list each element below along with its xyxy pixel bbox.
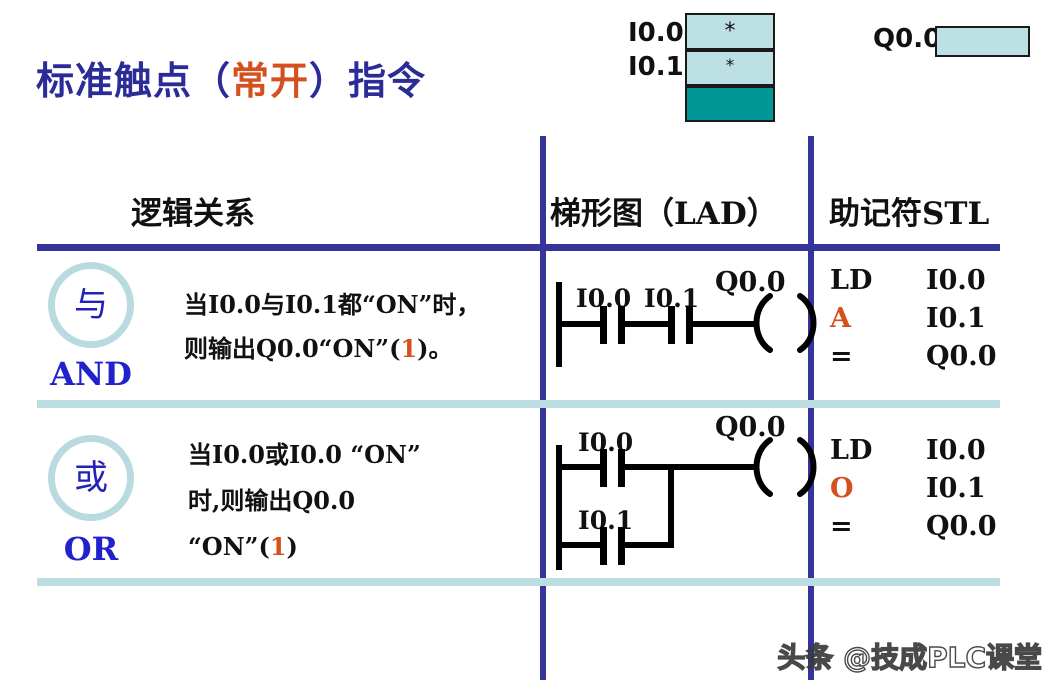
asterisk-icon: *: [725, 56, 735, 76]
contact-bar-left-2: [668, 306, 675, 344]
contact-bar-right-1: [618, 449, 625, 487]
logic-symbol-and-char: 与: [74, 285, 108, 325]
description-line-pre: “ON”(: [188, 532, 270, 561]
description-line: 时,则输出Q0.0: [188, 486, 356, 515]
watermark: 头条 @技成PLC课堂: [777, 640, 1043, 674]
ladder-branch-riser: [668, 464, 674, 548]
ladder-wire: [560, 542, 600, 548]
header-underline: [37, 244, 1000, 251]
description-line: 则输出Q0.0“ON”(1)。: [184, 327, 480, 371]
logic-symbol-or-char: 或: [74, 458, 108, 498]
logic-symbol-or: 或: [48, 435, 134, 521]
contact-bar-left-2: [600, 527, 607, 565]
ladder-wire: [692, 321, 758, 327]
stl-line: O I0.1: [830, 473, 997, 511]
page-title: 标准触点（常开）指令: [36, 50, 426, 105]
row-divider-2: [37, 578, 1000, 586]
stl-op: A: [830, 303, 851, 334]
column-divider-left: [540, 136, 546, 680]
stl-line: = Q0.0: [830, 511, 997, 549]
description-line-number: 1: [400, 334, 418, 363]
title-prefix: 标准触点（: [36, 59, 232, 103]
description-line-pre: 则输出Q0.0“ON”(: [184, 334, 401, 363]
stl-op: =: [830, 511, 853, 542]
logic-word-or: OR: [63, 530, 119, 568]
coil-symbol: [750, 292, 820, 354]
stl-arg: Q0.0: [926, 511, 997, 542]
output-cell-q00[interactable]: [935, 26, 1030, 57]
ladder-left-rail: [556, 445, 562, 570]
logic-word-and: AND: [50, 355, 132, 393]
stl-arg: I0.0: [926, 435, 986, 466]
description-line: 当I0.0或I0.0 “ON”: [188, 440, 421, 469]
state-block-active: [685, 86, 775, 122]
stl-line: A I0.1: [830, 303, 997, 341]
input-label-i01: I0.1: [628, 52, 684, 82]
description-and: 当I0.0与I0.1都“ON”时， 则输出Q0.0“ON”(1)。: [184, 283, 480, 371]
coil-tag: Q0.0: [715, 412, 786, 443]
contact-bar-right-1: [618, 306, 625, 344]
description-line-post: )。: [417, 334, 453, 363]
output-label-q00: Q0.0: [873, 24, 942, 54]
contact-bar-right-2: [618, 527, 625, 565]
contact-bar-right-2: [686, 306, 693, 344]
stl-line: LD I0.0: [830, 435, 997, 473]
description-or: 当I0.0或I0.0 “ON” 时,则输出Q0.0 “ON”(1): [188, 432, 421, 570]
input-cell-i00[interactable]: *: [685, 13, 775, 50]
header-ladder-diagram: 梯形图（LAD）: [550, 196, 778, 232]
ladder-wire: [560, 321, 600, 327]
ladder-and: I0.0 I0.1 Q0.0: [552, 262, 817, 382]
contact-bar-left-1: [600, 306, 607, 344]
stl-arg: I0.0: [926, 265, 986, 296]
stl-line: = Q0.0: [830, 341, 997, 379]
ladder-wire: [560, 464, 600, 470]
stl-arg: I0.1: [926, 303, 986, 334]
ladder-wire: [624, 464, 758, 470]
logic-symbol-and: 与: [48, 262, 134, 348]
description-line-number: 1: [269, 532, 287, 561]
column-divider-right: [808, 136, 814, 680]
stl-op: O: [830, 473, 854, 504]
stl-line: LD I0.0: [830, 265, 997, 303]
coil-tag: Q0.0: [715, 267, 786, 298]
stl-op: LD: [830, 435, 873, 466]
stl-or: LD I0.0 O I0.1 = Q0.0: [830, 435, 997, 549]
stl-op: LD: [830, 265, 873, 296]
stl-and: LD I0.0 A I0.1 = Q0.0: [830, 265, 997, 379]
header-logic-relation: 逻辑关系: [131, 196, 255, 232]
description-line: “ON”(1): [188, 524, 421, 570]
ladder-or: I0.0 I0.1 Q0.0: [552, 412, 817, 575]
input-cell-i01[interactable]: *: [685, 50, 775, 86]
stl-arg: I0.1: [926, 473, 986, 504]
asterisk-icon: *: [724, 19, 736, 44]
contact-bar-left-1: [600, 449, 607, 487]
ladder-wire: [624, 542, 674, 548]
ladder-left-rail: [556, 282, 562, 367]
input-label-i00: I0.0: [628, 18, 684, 48]
header-mnemonic-stl: 助记符STL: [829, 196, 990, 232]
ladder-wire: [624, 321, 670, 327]
stl-op: =: [830, 341, 853, 372]
stl-arg: Q0.0: [926, 341, 997, 372]
row-divider-1: [37, 400, 1000, 408]
description-line: 当I0.0与I0.1都“ON”时，: [184, 290, 481, 319]
coil-symbol: [750, 436, 820, 498]
title-highlight: 常开: [231, 59, 310, 103]
description-line-post: ): [286, 532, 298, 561]
title-suffix: ）指令: [309, 59, 427, 103]
